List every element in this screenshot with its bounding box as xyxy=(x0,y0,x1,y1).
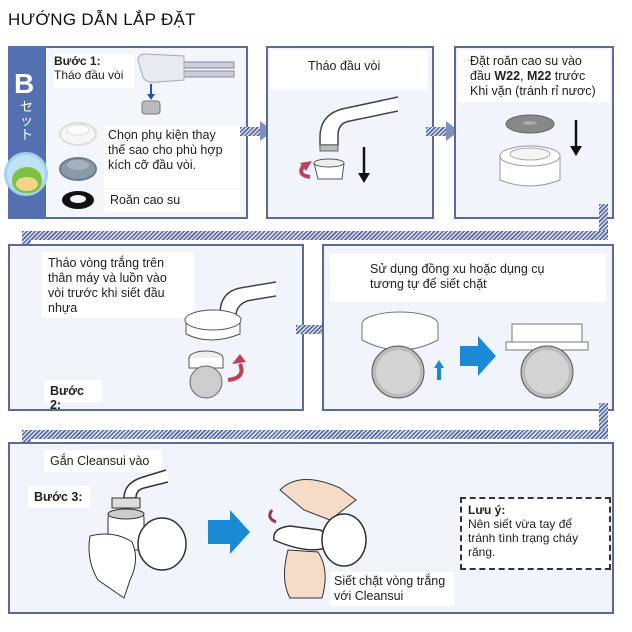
flow-arrow-1-2 xyxy=(240,127,262,136)
remove-caption: Tháo đầu vòi xyxy=(308,59,381,73)
mascot-icon xyxy=(4,152,48,196)
note-line: Nên siết vừa tay để xyxy=(468,517,573,531)
blue-next-arrow-icon xyxy=(208,510,250,554)
step1-heading: Bước 1: xyxy=(54,54,101,68)
step2-line: thân máy và luồn vào xyxy=(48,271,167,285)
faucet-head-illustration xyxy=(137,53,235,115)
step3-heading: Bước 3: xyxy=(34,490,83,504)
step2-line: nhựa xyxy=(48,301,78,315)
attach-cleansui-illustration xyxy=(88,469,187,599)
tighten-line: tương tự để siết chặt xyxy=(370,277,487,291)
step3-instruction: Gắn Cleansui vào xyxy=(50,454,150,468)
note-title: Lưu ý: xyxy=(468,503,506,517)
step1-label: Bước 1: Tháo đầu vòi xyxy=(54,54,134,88)
step2-line: Tháo vòng trắng trên xyxy=(48,256,165,270)
step2-line: vòi trước khi siết đầu xyxy=(48,286,165,300)
tighten-ring-line: Siết chặt vòng trắng xyxy=(334,574,446,588)
note-line: răng. xyxy=(468,545,496,559)
gasket-instruction-line: Khi vặn (tránh rỉ nươc) xyxy=(470,84,596,98)
note-box: Lưu ý: Nên siết vừa tay để tránh tình tr… xyxy=(460,497,611,570)
accessory-rings-illustration xyxy=(59,122,97,209)
white-ring-illustration xyxy=(184,281,277,399)
set-letter: B xyxy=(14,68,35,99)
gasket-instruction-line: Đặt roăn cao su vào xyxy=(470,54,582,68)
coin-tighten-illustration xyxy=(361,311,589,399)
flow-arrow-step2-tighten xyxy=(296,325,326,334)
accessory-note: Chọn phụ kiện thay thế sao cho phù hợp k… xyxy=(104,126,240,188)
note-line: tránh tình trạng cháy xyxy=(468,531,579,545)
step2-heading: Bước 2: xyxy=(50,384,84,412)
flow-connector xyxy=(22,231,608,240)
tighten-ring-caption-box: Siết chặt vòng trắng với Cleansui xyxy=(330,572,454,606)
gasket-instruction-line: đầu W22, M22 trước xyxy=(470,69,586,83)
flow-arrow-2-3 xyxy=(426,127,448,136)
gasket-instruction-box: Đặt roăn cao su vào đầu W22, M22 trước K… xyxy=(458,50,610,102)
faucet-remove-illustration xyxy=(299,96,399,183)
flow-connector xyxy=(22,430,608,439)
flow-arrowhead-icon xyxy=(446,121,459,141)
tighten-instruction-box: Sử dụng đồng xu hoặc dụng cụ tương tự để… xyxy=(330,254,606,302)
tighten-line: Sử dụng đồng xu hoặc dụng cụ xyxy=(370,262,545,276)
step1-instruction: Tháo đầu vòi xyxy=(54,68,124,82)
tighten-ring-illustration xyxy=(268,479,367,599)
step3-instruction-box: Gắn Cleansui vào xyxy=(44,450,162,472)
accessory-line: thế sao cho phù hợp xyxy=(108,143,223,157)
gasket-label-box: Roăn cao su xyxy=(104,190,240,212)
tighten-ring-line: với Cleansui xyxy=(334,589,404,603)
set-subtitle: セット xyxy=(20,99,34,142)
flow-connector xyxy=(22,231,31,255)
flow-connector xyxy=(599,204,608,240)
accessory-line: kích cỡ đầu vòi. xyxy=(108,158,197,172)
gasket-nut-illustration xyxy=(499,114,582,187)
step3-heading-box: Bước 3: xyxy=(28,486,90,508)
flow-connector xyxy=(599,403,608,439)
gasket-label: Roăn cao su xyxy=(110,193,181,207)
accessory-line: Chọn phụ kiện thay xyxy=(108,128,216,142)
step2-instruction-box: Tháo vòng trắng trên thân máy và luồn và… xyxy=(42,252,194,318)
remove-caption-box: Tháo đầu vòi xyxy=(270,50,428,90)
step2-heading-box: Bước 2: xyxy=(44,380,102,412)
page-title: HƯỚNG DẪN LẮP ĐẶT xyxy=(8,10,196,29)
